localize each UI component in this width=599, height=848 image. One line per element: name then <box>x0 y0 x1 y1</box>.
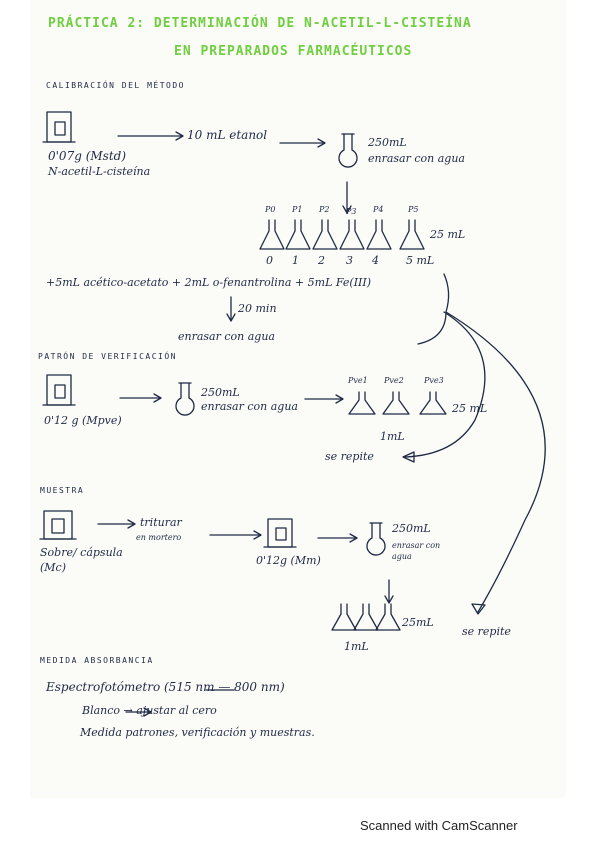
pattern-label: P1 <box>292 205 303 214</box>
volumetric-flask-icon <box>175 382 195 416</box>
arrow-icon <box>317 533 358 543</box>
sample-flask-note: enrasar con agua <box>392 541 441 561</box>
erlenmeyer-flask-icon <box>375 603 401 631</box>
verification-label: Pve2 <box>384 376 404 385</box>
arrow-icon <box>125 707 152 717</box>
verification-repeat: se repite <box>325 450 374 463</box>
compound-name: N-acetil-L-cisteína <box>48 165 151 178</box>
arrow-icon <box>97 519 136 529</box>
arrow-icon <box>209 530 262 540</box>
arrow-icon <box>404 311 486 458</box>
absorbance-line: Medida patrones, verificación y muestras… <box>80 726 315 739</box>
crush-step-detail: en mortero <box>136 533 182 542</box>
pattern-volume: 2 <box>318 254 325 267</box>
erlenmeyer-flask-icon <box>331 603 357 631</box>
final-step: enrasar con agua <box>178 330 275 343</box>
balance-icon <box>42 374 76 406</box>
erlenmeyer-flask-icon <box>259 219 285 250</box>
section-heading-muestra: MUESTRA <box>40 486 85 495</box>
arrow-icon <box>304 394 344 404</box>
verification-flask-volume: 250mL <box>201 386 240 399</box>
section-heading-absorbancia: MEDIDA ABSORBANCIA <box>40 656 154 665</box>
arrow-down-icon <box>226 296 236 322</box>
flask-volume: 250mL <box>368 136 407 149</box>
verification-label: Pve1 <box>348 376 368 385</box>
pattern-label: P4 <box>373 205 384 214</box>
pattern-label: P0 <box>265 205 276 214</box>
arrow-icon <box>117 131 184 141</box>
section-heading-calibracion: CALIBRACIÓN DEL MÉTODO <box>46 81 185 90</box>
erlenmeyer-flask-icon <box>348 391 376 415</box>
sample-label: Sobre/ cápsula (Mc) <box>40 546 123 574</box>
flask-note: enrasar con agua <box>368 152 465 165</box>
absorbance-line: Espectrofotómetro (515 nm — 800 nm) <box>46 680 285 694</box>
erlenmeyer-flask-icon <box>419 391 447 415</box>
sample-aliquot: 1mL <box>344 640 369 653</box>
sample-mass: 0'12g (Mm) <box>256 554 321 567</box>
pattern-volume: 1 <box>292 254 299 267</box>
balance-icon <box>42 111 76 143</box>
erlenmeyer-flask-icon <box>399 219 425 250</box>
pattern-volume: 5 mL <box>406 254 435 267</box>
balance-icon <box>263 518 297 548</box>
pattern-label: P3 <box>346 207 357 216</box>
pattern-label: P2 <box>319 205 330 214</box>
pattern-label: P5 <box>408 205 419 214</box>
calibration-mass: 0'07g (Mstd) <box>48 149 127 163</box>
volumetric-flask-icon <box>366 522 386 556</box>
arrow-down-icon <box>384 579 394 604</box>
pattern-volume: 4 <box>372 254 379 267</box>
pattern-volume: 3 <box>346 254 353 267</box>
erlenmeyer-flask-icon <box>353 603 379 631</box>
erlenmeyer-flask-icon <box>366 219 392 250</box>
ethanol-label: 10 mL etanol <box>187 128 268 142</box>
scanner-watermark: Scanned with CamScanner <box>360 818 518 833</box>
arrow-down-icon <box>342 181 352 214</box>
erlenmeyer-flask-icon <box>312 219 338 250</box>
arrow-head-icon <box>471 603 486 615</box>
verification-aliquot: 1mL <box>380 430 405 443</box>
sample-repeat: se repite <box>462 625 511 638</box>
erlenmeyer-flask-icon <box>339 219 365 250</box>
verification-mass: 0'12 g (Mpve) <box>44 414 122 427</box>
page-subtitle: EN PREPARADOS FARMACÉUTICOS <box>174 44 413 59</box>
pattern-flask-volume: 25 mL <box>430 228 466 241</box>
absorbance-line: Blanco → ajustar al cero <box>82 704 217 717</box>
arrow-icon <box>445 311 546 613</box>
wait-time: 20 min <box>238 302 277 315</box>
scanned-page <box>30 0 566 798</box>
verification-label: Pve3 <box>424 376 444 385</box>
bracket-icon <box>417 273 450 345</box>
arrow-icon <box>279 138 326 148</box>
sample-flask-volume: 250mL <box>392 522 431 535</box>
sample-box-icon <box>39 510 77 540</box>
page-title: PRÁCTICA 2: DETERMINACIÓN DE N-ACETIL-L-… <box>48 16 472 31</box>
volumetric-flask-icon <box>338 133 358 168</box>
erlenmeyer-flask-icon <box>285 219 311 250</box>
arrow-head-icon <box>402 451 415 463</box>
section-heading-verificacion: PATRÓN DE VERIFICACIÓN <box>38 352 177 361</box>
crush-step: triturar <box>140 516 182 529</box>
reagents-line: +5mL acético-acetato + 2mL o-fenantrolin… <box>46 276 372 289</box>
pattern-volume: 0 <box>266 254 273 267</box>
arrow-icon <box>119 393 162 403</box>
sample-flask-volume-small: 25mL <box>402 616 434 629</box>
verification-flask-note: enrasar con agua <box>201 400 298 413</box>
erlenmeyer-flask-icon <box>382 391 410 415</box>
verification-flask-volume-small: 25 mL <box>452 402 488 415</box>
